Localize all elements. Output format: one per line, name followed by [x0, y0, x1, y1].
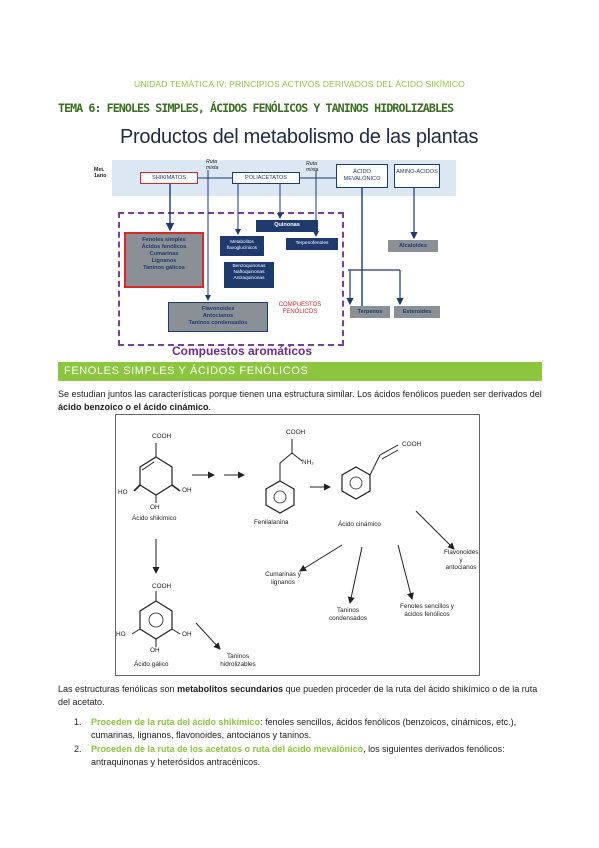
fenoles-simples-box: Fenoles simples Ácidos fenólicos Cumarin…	[124, 232, 204, 288]
oh-label: OH	[150, 504, 160, 511]
oh-label: OH	[182, 487, 192, 494]
list-highlight: Proceden de la ruta de los acetatos o ru…	[91, 744, 364, 754]
fenilalanina-label: Fenilalanina	[254, 519, 289, 526]
terpenofenoles-box: Terpenofenoles	[286, 238, 338, 250]
chemistry-figure: COOH HO OH OH Ácido shikímico COOH NH₂ F…	[115, 414, 480, 676]
flavonoides-antocianos-label: Flavonoides y antocianos	[444, 549, 479, 572]
taninos-hidrolizables-label: Taninos hidrolizables	[220, 653, 256, 668]
section-title-bar: FENOLES SIMPLES Y ÁCIDOS FENÓLICOS	[58, 362, 542, 381]
cooh-label: COOH	[286, 429, 306, 436]
fenoles-item: Lignanos	[151, 257, 177, 264]
ruta-mixta-label-2: Ruta mixta	[306, 161, 319, 173]
fenoles-item: Cumarinas	[149, 250, 179, 257]
list-highlight: Proceden de la ruta del ácido shikímico	[91, 717, 261, 727]
para2-text-end: que pueden proceder de la ruta del ácido…	[58, 684, 538, 707]
list-text: , los siguientes derivados fenólicos: an…	[91, 744, 505, 767]
intro-bold: ácido benzoico o el ácido cinámico	[58, 402, 209, 412]
acido-shikimico-label: Ácido shikímico	[132, 515, 177, 522]
chem-structures	[131, 439, 455, 650]
terpenos-box: Terpenos	[350, 306, 390, 318]
fenoles-item: Taninos gálicos	[143, 264, 185, 271]
origin-list: 1. Proceden de la ruta del ácido shikími…	[58, 716, 548, 770]
alcaloides-box: Alcaloides	[388, 240, 438, 252]
list-number: 2.	[74, 744, 82, 754]
taninos-condensados-label: Taninos condensados	[328, 607, 368, 622]
nh2-label: NH₂	[302, 459, 314, 466]
cooh-label: COOH	[152, 433, 172, 440]
diagram-arrows	[165, 170, 418, 306]
oh-label: OH	[182, 631, 192, 638]
acido-mevalonico-box: ÁCIDO MEVALÓNICO	[336, 164, 388, 188]
list-item: 2. Proceden de la ruta de los acetatos o…	[58, 743, 548, 769]
quinonas-box: Quinonas	[256, 220, 318, 232]
para2-text: Las estructuras fenólicas son	[58, 684, 178, 694]
ruta-mixta-label-1: Ruta mixta	[206, 159, 219, 171]
list-item: 1. Proceden de la ruta del ácido shikími…	[58, 716, 548, 742]
flavonoides-item: Taninos condensados	[188, 319, 248, 326]
compuestos-fenolicos-label: COMPUESTOS FENÓLICOS	[278, 302, 322, 316]
intro-paragraph: Se estudian juntos las características p…	[58, 388, 544, 414]
list-text: : fenoles sencillos, ácidos fenólicos (b…	[91, 717, 517, 740]
esteroides-box: Esteroides	[394, 306, 440, 318]
ho-label: HO	[116, 631, 126, 638]
shikimatos-box: SHIKIMATOS	[140, 172, 198, 184]
flavonoides-box: Flavonoides Antocianos Taninos condensad…	[168, 302, 268, 332]
ho-label: HO	[118, 489, 128, 496]
unit-header: UNIDAD TEMÁTICA IV: PRINCIPIOS ACTIVOS D…	[134, 79, 465, 89]
para2-bold: metabolitos secundarios	[177, 684, 284, 694]
cumarinas-lignanos-label: Cumarinas y lignanos	[265, 571, 301, 586]
flavonoides-item: Flavonoides	[201, 306, 235, 312]
diagram-title: Productos del metabolismo de las plantas	[120, 126, 479, 148]
benzoquinonas-item: Antraquinonas	[233, 275, 265, 281]
secondary-metabolites-paragraph: Las estructuras fenólicas son metabolito…	[58, 683, 544, 709]
cooh-label: COOH	[152, 583, 172, 590]
aromatic-dashed-frame	[118, 212, 344, 346]
oh-label: OH	[150, 647, 160, 654]
benzoquinonas-item: Naftoquinonas	[233, 269, 265, 275]
flavonoides-item: Antocianos	[202, 312, 234, 319]
tema-title: TEMA 6: FENOLES SIMPLES, ÁCIDOS FENÓLICO…	[58, 101, 454, 115]
acido-galico-label: Ácido gálico	[134, 661, 169, 668]
met-label: Met. 1ario	[94, 167, 107, 179]
acido-cinamico-label: Ácido cinámico	[338, 521, 381, 528]
benzoquinonas-item: Benzoquinonas	[232, 264, 266, 269]
intro-text: Se estudian juntos las características p…	[58, 389, 542, 399]
metabolism-diagram: Productos del metabolismo de las plantas…	[88, 120, 488, 358]
cooh-label: COOH	[402, 441, 422, 448]
poliacetatos-box: POLIACETATOS	[232, 172, 300, 184]
aminoacidos-box: AMINO-ÁCIDOS	[394, 164, 440, 188]
fenoles-item: Ácidos fenólicos	[141, 243, 187, 250]
fenoles-acidos-label: Fenoles sencillos y ácidos fenólicos	[400, 603, 454, 618]
metabolitos-box: Metabolitos flavoglucínicos	[220, 236, 264, 256]
intro-text-end: .	[208, 402, 212, 412]
compuestos-aromaticos-label: Compuestos aromáticos	[172, 344, 313, 358]
fenoles-item: Fenoles simples	[142, 237, 186, 243]
benzoquinonas-box: Benzoquinonas Naftoquinonas Antraquinona…	[224, 262, 274, 288]
list-number: 1.	[74, 717, 82, 727]
